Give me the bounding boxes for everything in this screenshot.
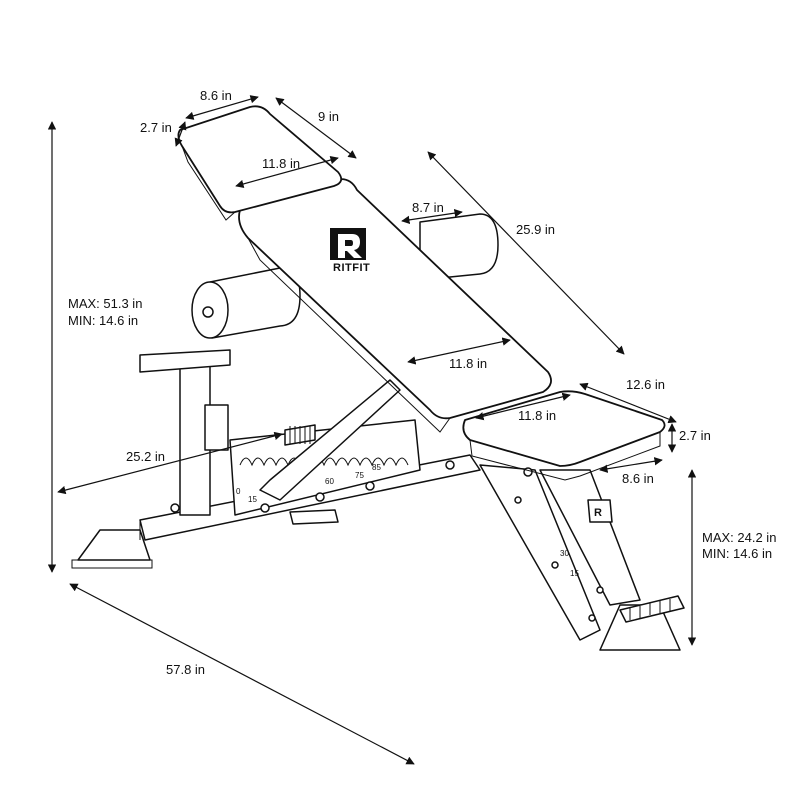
dim-label: 9 in (318, 109, 339, 124)
dim-label: 8.6 in (200, 88, 232, 103)
dim-seat-length (579, 382, 677, 424)
dim-label: MIN: 14.6 in (68, 313, 138, 328)
dim-label: 57.8 in (166, 662, 205, 677)
dim-label: 25.2 in (126, 449, 165, 464)
dim-label: 11.8 in (262, 156, 300, 171)
logo-plate (587, 499, 613, 523)
seat-scale-label: 30 (560, 549, 569, 558)
dim-seat-rear-width (599, 457, 663, 473)
rear-foot (77, 529, 151, 561)
leg-holder-bracket (139, 349, 231, 373)
dim-label: MIN: 14.6 in (702, 546, 772, 561)
dim-label: 11.8 in (518, 408, 556, 423)
scale-label: 85 (372, 463, 381, 472)
dim-head-pad-width (185, 95, 259, 120)
scale-label: 60 (325, 477, 334, 486)
dim-back-length (427, 151, 625, 355)
dim-head-pad-length (275, 97, 357, 159)
scale-label: 15 (248, 495, 257, 504)
dim-label: 2.7 in (140, 120, 172, 135)
dim-back-pad-lower-width (407, 337, 511, 365)
dim-back-pad-upper-width (235, 155, 339, 189)
scale-label: 0 (236, 487, 241, 496)
scale-label: 75 (355, 471, 364, 480)
dim-head-pad-thickness (174, 121, 187, 147)
dim-label: MAX: 24.2 in (702, 530, 776, 545)
dim-label: 8.6 in (622, 471, 654, 486)
seat-support-leg (479, 464, 601, 641)
dim-label: 25.9 in (516, 222, 555, 237)
dim-frame-length (57, 431, 283, 495)
dim-label: 11.8 in (449, 356, 487, 371)
dim-label: 8.7 in (412, 200, 444, 215)
seat-support-plate (539, 469, 641, 606)
brand-logo-text: RITFIT (333, 262, 370, 274)
dim-overall-length (69, 583, 415, 765)
dim-seat-width (475, 392, 571, 421)
base-frame: 0 15 30 45 60 75 85 R 30 15 (71, 349, 685, 651)
dimension-lines: MAX: 51.3 in MIN: 14.6 in 8.6 in 2.7 in … (47, 88, 776, 765)
brand-logo-mark (330, 228, 366, 260)
dim-label: MAX: 51.3 in (68, 296, 142, 311)
front-foot-handle (619, 595, 685, 623)
dim-label: 12.6 in (626, 377, 665, 392)
seat-scale-label: 15 (570, 569, 579, 578)
dim-label: 2.7 in (679, 428, 711, 443)
base-plate (289, 509, 339, 525)
pin-block (204, 404, 229, 451)
plate-logo: R (594, 507, 602, 519)
